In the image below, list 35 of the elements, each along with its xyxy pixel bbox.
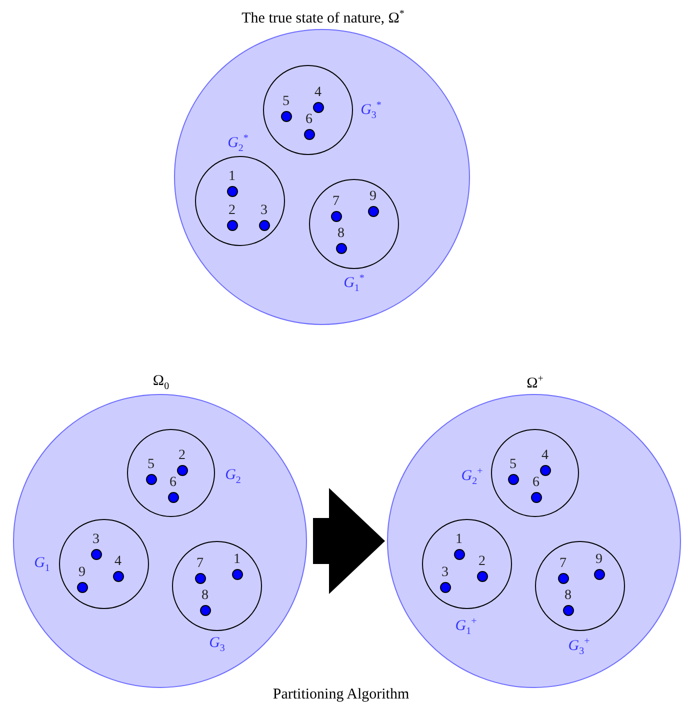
point-label: 8 bbox=[202, 589, 208, 603]
point-label: 3 bbox=[92, 533, 100, 547]
point-label: 3 bbox=[260, 204, 268, 218]
point-label: 9 bbox=[596, 553, 602, 567]
point-label: 2 bbox=[478, 555, 486, 569]
point-label: 7 bbox=[560, 557, 566, 571]
point-label: 4 bbox=[542, 449, 548, 463]
cluster-label: G$_{3}$ bbox=[209, 636, 225, 654]
process-arrow bbox=[313, 488, 385, 594]
point-label: 4 bbox=[114, 555, 122, 569]
point-label: 5 bbox=[282, 95, 290, 109]
set-title: Ω$^{+}$ bbox=[526, 374, 544, 392]
point-label: 6 bbox=[532, 476, 540, 490]
point-label: 6 bbox=[306, 113, 312, 127]
point-label: 5 bbox=[510, 458, 516, 472]
point-label: 1 bbox=[456, 533, 462, 547]
point-label: 6 bbox=[170, 476, 176, 490]
set-title: The true state of nature, Ω$^{*}$ bbox=[242, 10, 404, 26]
point-label: 2 bbox=[228, 204, 236, 218]
point-label: 1 bbox=[228, 170, 236, 184]
point-label: 8 bbox=[564, 589, 572, 603]
caption: Partitioning Algorithm bbox=[272, 686, 410, 704]
point-label: 7 bbox=[332, 195, 340, 209]
point-label: 3 bbox=[442, 566, 448, 580]
point-label: 8 bbox=[338, 227, 344, 241]
point-label: 2 bbox=[178, 449, 186, 463]
point-label: 4 bbox=[314, 86, 322, 100]
point-label: 5 bbox=[148, 458, 154, 472]
point-label: 9 bbox=[78, 566, 86, 580]
point-label: 7 bbox=[196, 557, 204, 571]
cluster-label: G$_{1}$ bbox=[34, 556, 50, 574]
point-label: 9 bbox=[370, 190, 376, 204]
set-title: Ω$_{0}$ bbox=[152, 374, 170, 392]
point-label: 1 bbox=[234, 553, 240, 567]
cluster-label: G$_{2}$ bbox=[225, 468, 241, 486]
